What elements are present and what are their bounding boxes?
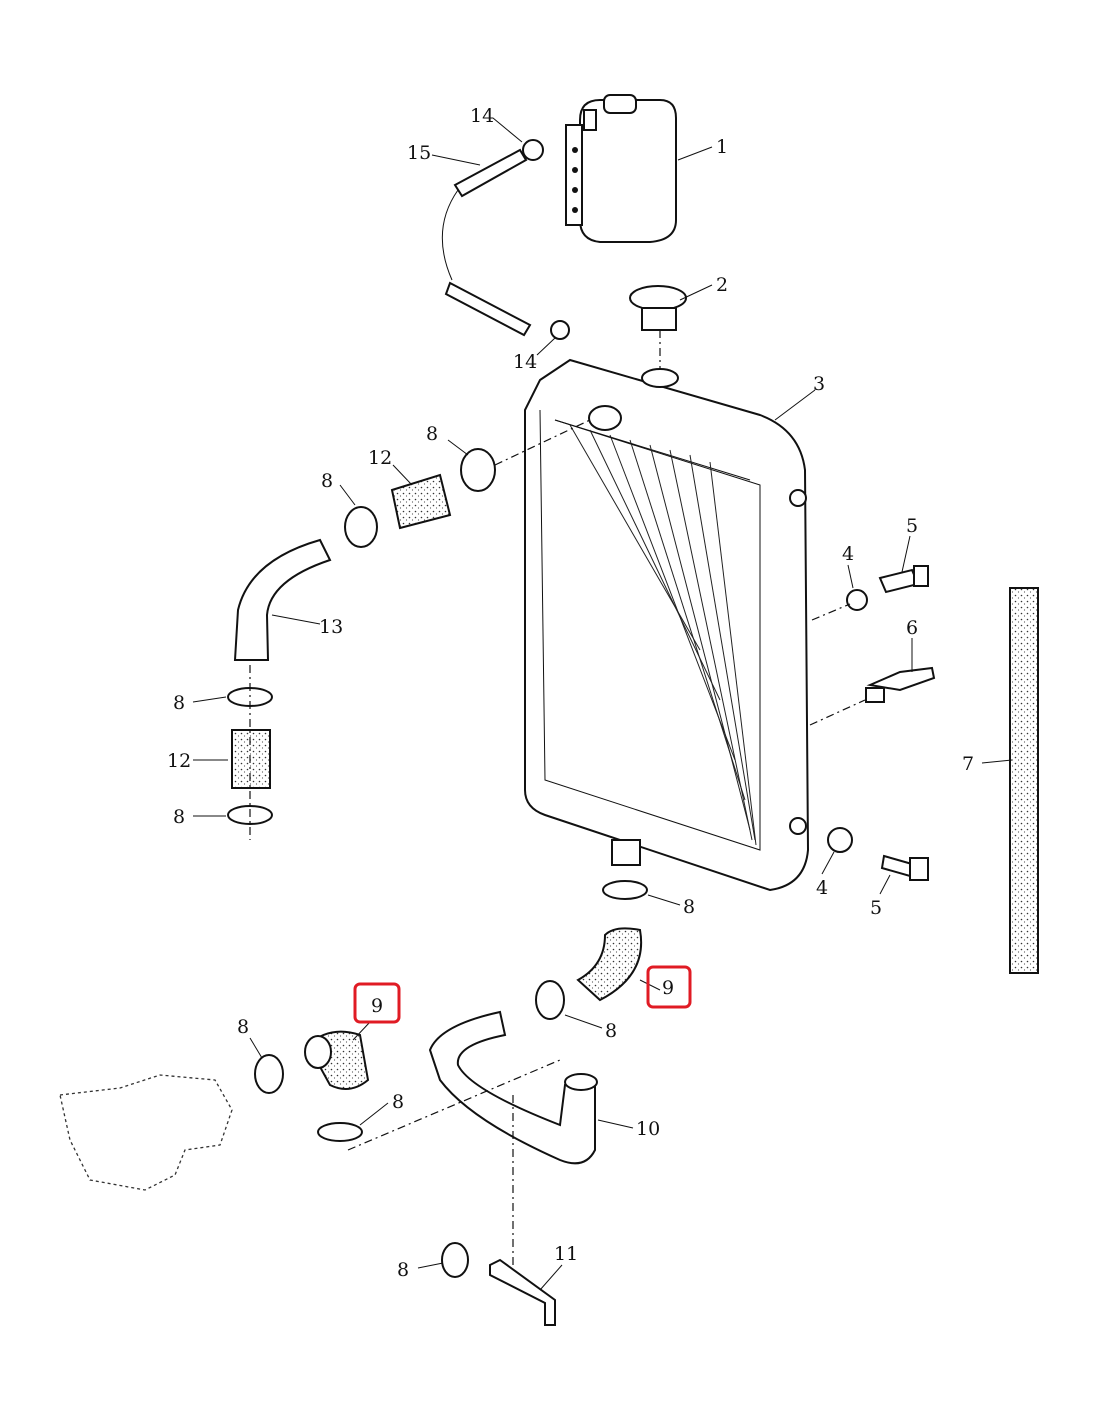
callout-9-highlighted: 9 [662, 977, 674, 999]
callout-12: 12 [167, 750, 191, 772]
expansion-tank [565, 94, 677, 243]
callout-5: 5 [870, 897, 882, 919]
radiator-cap [629, 285, 687, 370]
callout-11: 11 [554, 1243, 578, 1265]
callout-9-highlighted: 9 [371, 995, 383, 1017]
callout-8: 8 [605, 1020, 617, 1042]
callout-4: 4 [842, 543, 854, 565]
radiator [524, 358, 810, 892]
callout-8: 8 [321, 470, 333, 492]
fasteners [809, 565, 936, 881]
upper-hose-assembly [233, 419, 591, 661]
callout-8: 8 [392, 1091, 404, 1113]
callout-8: 8 [426, 423, 438, 445]
callout-1: 1 [716, 136, 728, 158]
seal-strip [1009, 587, 1039, 974]
overflow-hose [441, 139, 570, 340]
callout-10: 10 [636, 1118, 660, 1140]
callout-8: 8 [173, 692, 185, 714]
highlight-box-left-9 [353, 982, 401, 1024]
callout-4: 4 [816, 877, 828, 899]
leader-lines [192, 117, 1013, 1291]
callout-8: 8 [237, 1016, 249, 1038]
lower-hose-assembly [254, 880, 648, 1326]
callout-14: 14 [513, 351, 537, 373]
callout-7: 7 [962, 753, 974, 775]
callout-3: 3 [813, 373, 825, 395]
callout-15: 15 [407, 142, 431, 164]
callout-8: 8 [173, 806, 185, 828]
callout-6: 6 [906, 617, 918, 639]
callout-13: 13 [319, 616, 343, 638]
highlight-box-right-9 [646, 965, 692, 1009]
callout-labels: 14 15 1 2 14 3 8 12 8 13 5 4 6 7 8 12 8 … [167, 105, 974, 1281]
callout-2: 2 [716, 274, 728, 296]
callout-5: 5 [906, 515, 918, 537]
callout-8: 8 [397, 1259, 409, 1281]
callout-12: 12 [368, 447, 392, 469]
callout-8: 8 [683, 896, 695, 918]
callout-14: 14 [470, 105, 494, 127]
left-hose-stack [227, 665, 273, 840]
engine-outline [59, 1074, 233, 1191]
